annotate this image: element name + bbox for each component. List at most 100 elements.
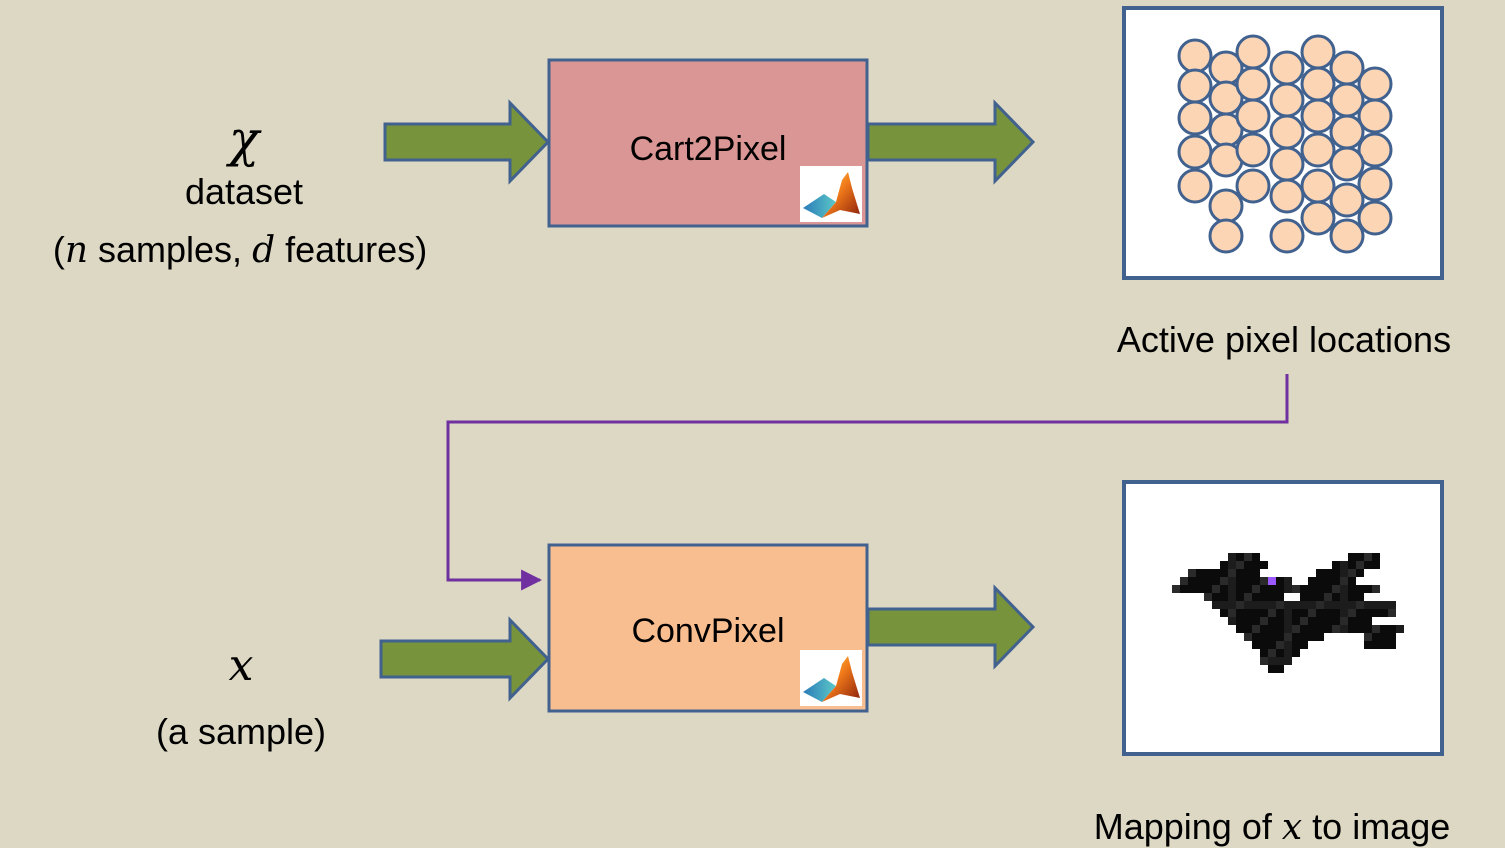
bird-pixel	[1188, 569, 1196, 577]
bird-pixel	[1316, 569, 1324, 577]
bird-pixel	[1364, 609, 1372, 617]
sample-input: x (a sample)	[156, 640, 326, 752]
bird-pixel	[1212, 601, 1220, 609]
bird-pixel	[1348, 625, 1356, 633]
bird-pixel	[1212, 569, 1220, 577]
bird-pixel	[1228, 561, 1236, 569]
active-pixel-circle	[1300, 168, 1336, 204]
bird-pixel	[1252, 641, 1260, 649]
bird-pixel	[1284, 625, 1292, 633]
bird-pixel	[1292, 649, 1300, 657]
bird-pixel	[1356, 617, 1364, 625]
bird-pixel	[1268, 609, 1276, 617]
bird-pixel	[1220, 601, 1228, 609]
bird-pixel	[1308, 609, 1316, 617]
bird-pixel	[1356, 609, 1364, 617]
active-pixel-circle	[1329, 146, 1365, 182]
bird-pixel	[1380, 641, 1388, 649]
active-pixel-circle	[1208, 218, 1244, 254]
bird-pixel	[1268, 641, 1276, 649]
bird-pixel	[1276, 657, 1284, 665]
active-pixel-circle	[1177, 68, 1213, 104]
active-pixel-circle	[1269, 50, 1305, 86]
bird-pixel	[1316, 617, 1324, 625]
bird-pixel	[1380, 601, 1388, 609]
bird-pixel	[1332, 593, 1340, 601]
bird-pixel	[1332, 625, 1340, 633]
active-pixel-circle	[1357, 166, 1393, 202]
bird-pixel	[1348, 601, 1356, 609]
bird-pixel	[1220, 577, 1228, 585]
bird-pixel	[1300, 625, 1308, 633]
bird-pixel	[1284, 601, 1292, 609]
bird-pixel	[1284, 641, 1292, 649]
active-pixel-circle	[1235, 34, 1271, 70]
matlab-logo-icon	[800, 166, 862, 222]
bird-pixel	[1204, 569, 1212, 577]
active-pixel-circle	[1300, 66, 1336, 102]
bird-pixel	[1244, 633, 1252, 641]
active-pixel-circle	[1300, 200, 1336, 236]
bird-pixel	[1252, 553, 1260, 561]
mapped-image-caption: Mapping of x to image	[1094, 806, 1451, 848]
bird-pixel	[1364, 585, 1372, 593]
bird-pixel	[1340, 609, 1348, 617]
bird-pixel	[1340, 569, 1348, 577]
bird-pixel	[1300, 633, 1308, 641]
bird-pixel	[1348, 569, 1356, 577]
bird-pixel	[1340, 625, 1348, 633]
bird-pixel	[1260, 649, 1268, 657]
dataset-label: dataset	[185, 171, 303, 212]
bird-pixel	[1284, 585, 1292, 593]
bird-pixel	[1292, 601, 1300, 609]
bird-pixel	[1268, 625, 1276, 633]
bird-pixel	[1300, 609, 1308, 617]
bird-pixel	[1284, 609, 1292, 617]
bird-pixel	[1212, 593, 1220, 601]
bird-pixel	[1228, 569, 1236, 577]
active-pixel-circle	[1300, 132, 1336, 168]
active-pixel-circle	[1235, 168, 1271, 204]
convpixel-to-output-arrow	[866, 584, 1036, 670]
bird-pixel	[1292, 641, 1300, 649]
active-pixel-circle	[1357, 98, 1393, 134]
bird-pixel	[1228, 601, 1236, 609]
cart2pixel-to-output-arrow	[866, 99, 1036, 185]
active-pixel-circle	[1269, 146, 1305, 182]
bird-pixel	[1252, 633, 1260, 641]
bird-pixel	[1356, 593, 1364, 601]
bird-pixel	[1236, 561, 1244, 569]
bird-pixel	[1372, 601, 1380, 609]
bird-pixel	[1316, 593, 1324, 601]
bird-pixel	[1356, 601, 1364, 609]
bird-pixel	[1340, 593, 1348, 601]
bird-pixel	[1252, 561, 1260, 569]
bird-pixel	[1372, 641, 1380, 649]
bird-pixel	[1276, 593, 1284, 601]
bird-pixel	[1252, 617, 1260, 625]
bird-pixel	[1308, 601, 1316, 609]
pixel-bird-image	[1172, 553, 1404, 673]
active-pixel-circle	[1235, 132, 1271, 168]
bird-pixel	[1188, 577, 1196, 585]
bird-pixel	[1260, 601, 1268, 609]
active-pixel-circle	[1269, 178, 1305, 214]
sample-to-convpixel-arrow	[379, 616, 551, 702]
active-pixel-circle	[1269, 218, 1305, 254]
bird-pixel	[1244, 609, 1252, 617]
bird-pixel	[1324, 625, 1332, 633]
bird-pixel	[1204, 585, 1212, 593]
active-pixel-circle	[1300, 98, 1336, 134]
bird-pixel	[1236, 617, 1244, 625]
bird-pixel	[1276, 609, 1284, 617]
sample-label: (a sample)	[156, 711, 326, 752]
bird-pixel	[1284, 577, 1292, 585]
bird-pixel	[1260, 577, 1268, 585]
bird-pixel	[1228, 585, 1236, 593]
bird-pixel	[1348, 561, 1356, 569]
bird-pixel	[1196, 585, 1204, 593]
bird-pixel	[1372, 633, 1380, 641]
bird-pixel	[1252, 577, 1260, 585]
bird-pixel	[1236, 569, 1244, 577]
